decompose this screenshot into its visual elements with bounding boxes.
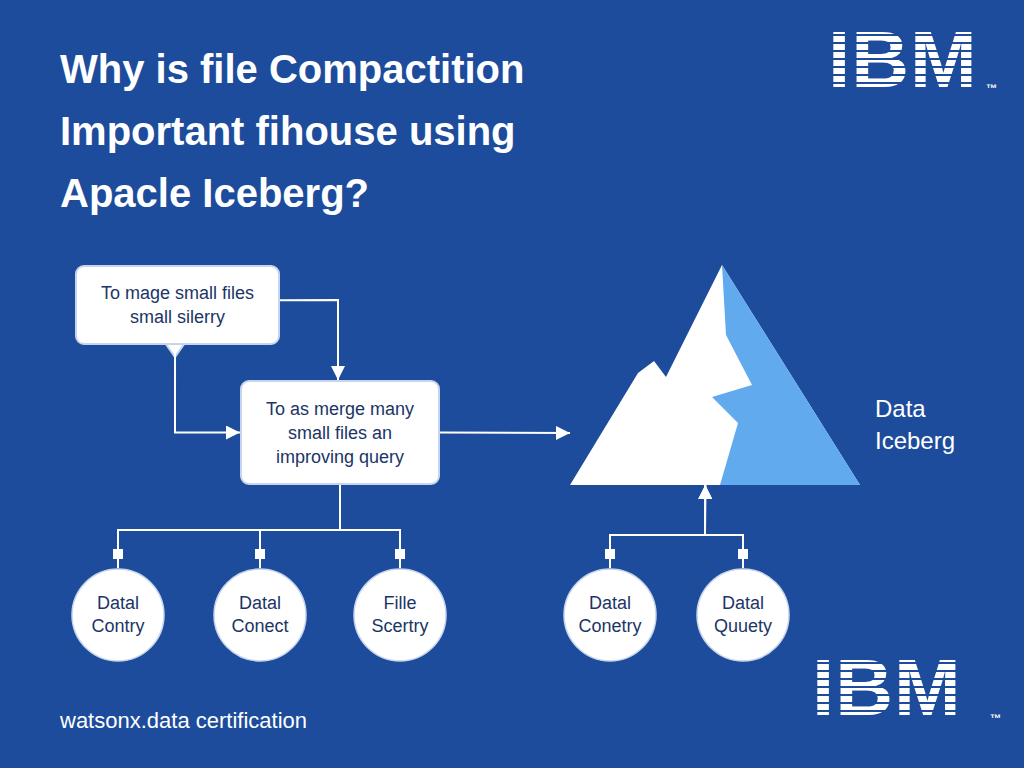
- junction-square: [113, 549, 123, 559]
- junction-square: [395, 549, 405, 559]
- node-text: Datal Conetry: [575, 592, 645, 638]
- circle-shape: [354, 569, 446, 661]
- ibm-logo: IBM: [828, 20, 978, 100]
- node-text: Data Iceberg: [875, 393, 980, 457]
- circle-shape: [72, 569, 164, 661]
- circle-shape: [564, 569, 656, 661]
- iceberg-node: Data Iceberg: [570, 265, 980, 485]
- diagram-caption: watsonx.data certification: [60, 708, 307, 734]
- iceberg-face: [570, 265, 860, 485]
- node-text: Datal Conect: [225, 592, 295, 638]
- circle-shape: [697, 569, 789, 661]
- connector-line: [340, 485, 400, 568]
- connector-line: [440, 432, 570, 435]
- data-circle: Datal Quuety: [696, 568, 790, 662]
- trademark-mark: ™: [990, 712, 1001, 724]
- iceberg-shade: [712, 265, 860, 485]
- connector-line: [175, 345, 240, 433]
- node-text: Fille Scertry: [365, 592, 435, 638]
- node-text: To as merge many small files an improvin…: [256, 397, 424, 469]
- junction-square: [605, 549, 615, 559]
- process-box: To as merge many small files an improvin…: [240, 380, 440, 485]
- data-circle: Datal Contry: [71, 568, 165, 662]
- connector-line: [260, 485, 340, 568]
- data-circle: Datal Conetry: [563, 568, 657, 662]
- connector-line: [280, 300, 338, 380]
- circle-outline: [696, 568, 790, 662]
- circle-outline: [71, 568, 165, 662]
- junction-square: [738, 549, 748, 559]
- connector-line: [705, 485, 743, 568]
- node-text: Datal Contry: [83, 592, 153, 638]
- diagram-title: Why is file Compactition Important fihou…: [60, 38, 630, 224]
- circle-outline: [213, 568, 307, 662]
- data-circle: Datal Conect: [213, 568, 307, 662]
- circle-outline: [353, 568, 447, 662]
- junction-square: [255, 549, 265, 559]
- connector-line: [118, 485, 340, 568]
- trademark-mark: ™: [986, 82, 997, 94]
- ibm-logo: IBM: [812, 648, 962, 728]
- data-circle: Fille Scertry: [353, 568, 447, 662]
- circle-shape: [214, 569, 306, 661]
- circle-outline: [563, 568, 657, 662]
- process-box: To mage small files small silerry: [75, 265, 280, 345]
- connector-line: [610, 485, 705, 568]
- node-text: Datal Quuety: [708, 592, 778, 638]
- node-text: To mage small files small silerry: [91, 281, 264, 329]
